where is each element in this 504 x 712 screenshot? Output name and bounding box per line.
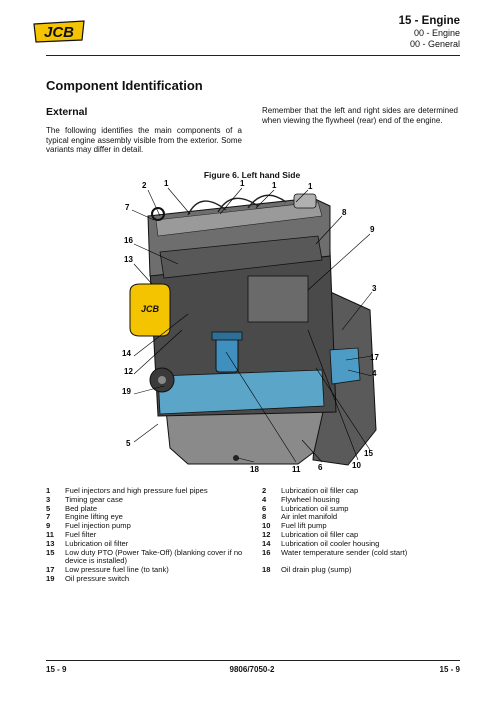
pulley-hub-shape <box>158 376 166 384</box>
leader-lines <box>131 187 373 463</box>
figure-caption: Figure 6. Left hand Side <box>203 170 301 180</box>
sump-shape <box>165 409 324 465</box>
lifting-eye-shape <box>151 207 165 221</box>
callout-8: 8 <box>342 208 347 217</box>
filler-cap-top-shape <box>293 193 317 209</box>
rocker-cover-shape <box>155 201 323 237</box>
callout-15: 15 <box>364 449 373 458</box>
section-sub-1: 00 - Engine <box>413 28 460 38</box>
intro-left: The following identifies the main compon… <box>46 126 242 155</box>
drain-plug-shape <box>233 455 239 461</box>
manifold-shape <box>159 235 323 279</box>
callout-1c: 1 <box>272 181 277 190</box>
callout-1a: 1 <box>164 180 169 188</box>
section-sub-2: 00 - General <box>409 39 460 49</box>
callout-11: 11 <box>292 465 301 474</box>
pto-cover-shape <box>329 347 361 385</box>
callout-17: 17 <box>370 353 379 362</box>
callout-2: 2 <box>142 181 147 190</box>
callout-14: 14 <box>122 349 131 358</box>
fuel-pipes-shape <box>187 194 287 216</box>
intro-right: Remember that the left and right sides a… <box>262 106 458 125</box>
engine-illustration: JCB 2 1 1 1 1 7 8 <box>122 180 379 474</box>
callout-13: 13 <box>124 255 133 264</box>
footer-page-left: 15 - 9 <box>46 665 67 674</box>
callout-9: 9 <box>370 225 375 234</box>
callout-5: 5 <box>126 439 131 448</box>
jcb-logo: JCB <box>33 20 85 43</box>
footer-divider <box>46 660 460 661</box>
engine-figure: JCB 2 1 1 1 1 7 8 <box>108 180 390 480</box>
oil-filter-logo: JCB <box>141 304 160 314</box>
callout-18: 18 <box>250 465 259 474</box>
callout-19: 19 <box>122 387 131 396</box>
callout-6: 6 <box>318 463 323 472</box>
callout-4: 4 <box>372 369 377 378</box>
header-divider <box>46 55 460 56</box>
callout-1d: 1 <box>308 182 313 191</box>
page-heading: Component Identification <box>46 78 203 93</box>
section-title: 15 - Engine <box>398 15 460 27</box>
jcb-logo-text: JCB <box>44 24 74 41</box>
injection-pump-shape <box>247 275 309 323</box>
callout-16: 16 <box>124 236 133 245</box>
bed-plate-shape <box>157 369 325 415</box>
callout-10: 10 <box>352 461 361 470</box>
callout-1b: 1 <box>240 180 245 188</box>
callout-12: 12 <box>124 367 133 376</box>
callout-7: 7 <box>125 203 130 212</box>
fuel-filter-head-shape <box>211 331 243 341</box>
fuel-filter-shape <box>215 337 239 373</box>
callout-3: 3 <box>372 284 377 293</box>
section-header: 15 - Engine 00 - Engine 00 - General <box>399 14 460 50</box>
footer-page-right: 15 - 9 <box>439 665 460 674</box>
footer-doc-number: 9806/7050-2 <box>229 665 275 674</box>
subheading: External <box>46 106 88 118</box>
